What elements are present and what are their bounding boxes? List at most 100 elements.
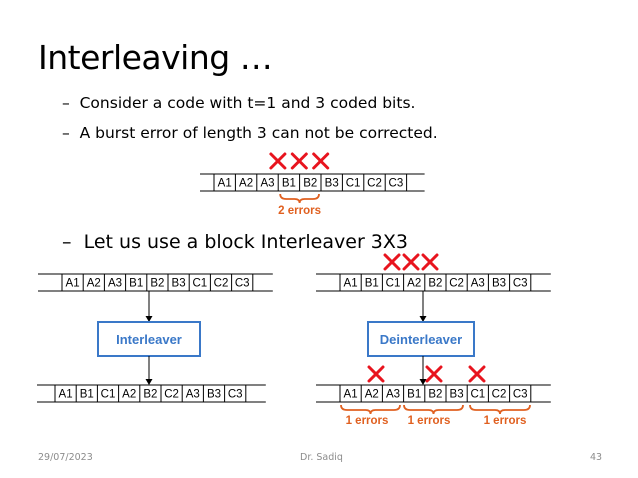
bottom-error-label: 1 errors	[408, 415, 451, 427]
deinterleaver-label: Deinterleaver	[380, 332, 462, 347]
bottom-error-brace	[469, 404, 531, 415]
cell-label: A2	[122, 389, 136, 401]
right-input-row: A1 B1 C1 A2 B2 C2 A3 B3 C3	[316, 273, 551, 292]
error-cross-icon	[425, 365, 443, 383]
arrow-head	[419, 316, 427, 322]
cross-stroke	[367, 365, 385, 383]
bullet-dash: –	[62, 231, 72, 253]
error-cross-icon	[383, 253, 401, 271]
bottom-error-label: 1 errors	[484, 415, 527, 427]
cell-label: A2	[239, 178, 253, 190]
cell-label: C1	[386, 278, 401, 290]
deinterleaver-box	[367, 321, 475, 357]
cell-label: A3	[260, 178, 274, 190]
bullet-dash: –	[62, 124, 70, 142]
bottom-error-brace	[340, 404, 401, 415]
cell-label: B1	[129, 278, 143, 290]
cross-stroke	[269, 152, 287, 170]
cell-label: B3	[172, 278, 186, 290]
cross-stroke	[383, 253, 401, 271]
arrow-head	[419, 379, 427, 385]
cell-label: C1	[346, 178, 361, 190]
cell-label: A2	[407, 278, 421, 290]
error-cross-icon	[367, 365, 385, 383]
cross-stroke	[402, 253, 420, 271]
footer-date: 29/07/2023	[38, 452, 93, 463]
right-input-arrow	[419, 291, 427, 322]
cell-label: A1	[66, 278, 80, 290]
bullet-1: – Consider a code with t=1 and 3 coded b…	[62, 94, 415, 112]
cell-label: B1	[365, 278, 379, 290]
cell-label: B2	[143, 389, 157, 401]
bullet-text: Let us use a block Interleaver 3X3	[83, 231, 408, 253]
cell-label: A1	[59, 389, 73, 401]
cross-stroke	[425, 365, 443, 383]
cross-stroke	[468, 365, 486, 383]
slide-title: Interleaving …	[38, 38, 273, 77]
bottom-error-brace	[403, 404, 464, 415]
bullet-2: – A burst error of length 3 can not be c…	[62, 124, 438, 142]
cell-label: C2	[492, 389, 507, 401]
cell-label: B2	[303, 178, 317, 190]
cell-label: C3	[235, 278, 250, 290]
cell-label: A3	[471, 278, 485, 290]
top-error-brace	[279, 193, 320, 204]
cross-stroke	[421, 253, 439, 271]
cross-stroke	[290, 152, 308, 170]
error-cross-icon	[421, 253, 439, 271]
cell-label: C2	[214, 278, 229, 290]
cell-label: B3	[325, 178, 339, 190]
error-cross-icon	[290, 152, 308, 170]
arrow-head	[145, 316, 153, 322]
bullet-3: – Let us use a block Interleaver 3X3	[62, 231, 408, 253]
interleaver-label: Interleaver	[116, 332, 182, 347]
cell-label: C2	[449, 278, 464, 290]
cell-label: B3	[207, 389, 221, 401]
error-cross-icon	[269, 152, 287, 170]
cell-label: A2	[87, 278, 101, 290]
cell-label: B2	[150, 278, 164, 290]
cell-label: C3	[389, 178, 404, 190]
cell-label: B1	[282, 178, 296, 190]
cell-label: C2	[367, 178, 382, 190]
cell-label: C1	[192, 278, 207, 290]
footer-page-number: 43	[590, 452, 603, 463]
cell-label: C3	[228, 389, 243, 401]
footer-author: Dr. Sadiq	[300, 452, 343, 463]
cell-label: C3	[513, 389, 528, 401]
top-error-label: 2 errors	[278, 205, 321, 217]
error-cross-icon	[468, 365, 486, 383]
left-output-arrow	[145, 356, 153, 385]
top-sequence-row: A1 A2 A3 B1 B2 B3 C1 C2 C3	[200, 173, 425, 192]
cell-label: B2	[428, 278, 442, 290]
bottom-error-label: 1 errors	[346, 415, 389, 427]
cell-label: A1	[344, 278, 358, 290]
cell-label: B1	[80, 389, 94, 401]
cell-label: B2	[428, 389, 442, 401]
cell-label: A3	[186, 389, 200, 401]
left-input-arrow	[145, 291, 153, 322]
cell-label: B3	[492, 278, 506, 290]
bullet-text: Consider a code with t=1 and 3 coded bit…	[79, 94, 416, 112]
left-output-row: A1 B1 C1 A2 B2 C2 A3 B3 C3	[37, 384, 266, 403]
bullet-dash: –	[62, 94, 70, 112]
right-output-arrow	[419, 356, 427, 385]
cell-label: C1	[101, 389, 116, 401]
cross-stroke	[312, 152, 330, 170]
cell-label: A3	[108, 278, 122, 290]
cell-label: C3	[513, 278, 528, 290]
error-cross-icon	[402, 253, 420, 271]
cell-label: A3	[386, 389, 400, 401]
cell-label: B1	[407, 389, 421, 401]
cell-label: C1	[470, 389, 485, 401]
arrow-head	[145, 379, 153, 385]
cell-label: A1	[344, 389, 358, 401]
bullet-text: A burst error of length 3 can not be cor…	[79, 124, 438, 142]
error-cross-icon	[312, 152, 330, 170]
left-input-row: A1 A2 A3 B1 B2 B3 C1 C2 C3	[38, 273, 273, 292]
cell-label: A1	[218, 178, 232, 190]
cell-label: C2	[164, 389, 179, 401]
cell-label: A2	[365, 389, 379, 401]
